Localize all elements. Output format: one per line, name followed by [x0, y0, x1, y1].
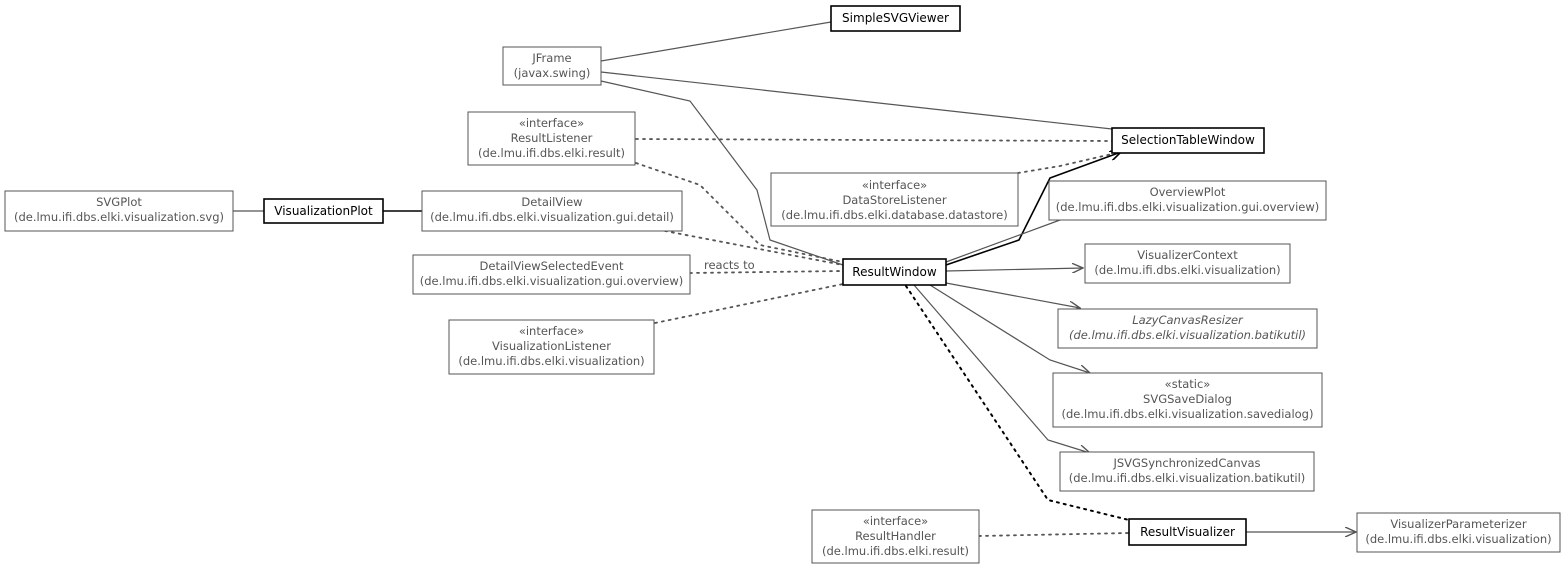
edge-resultwindow-svgsavedialog	[929, 284, 1090, 373]
node-result-listener[interactable]: «interface» ResultListener (de.lmu.ifi.d…	[467, 111, 636, 166]
node-result-visualizer[interactable]: ResultVisualizer	[1128, 518, 1247, 546]
edge-resultwindow-visualizercontext	[945, 268, 1083, 271]
node-label: ResultVisualizer	[1140, 525, 1235, 539]
edge-resultlistener-selectiontablewindow	[635, 138, 1113, 142]
node-label: VisualizationPlot	[274, 204, 373, 218]
node-stereotype: «interface»	[519, 324, 584, 338]
node-package: (de.lmu.ifi.dbs.elki.database.datastore)	[781, 208, 1007, 222]
edge-resultwindow-resultvisualizer	[905, 285, 1130, 521]
edge-resulthandler-resultvisualizer	[978, 532, 1130, 537]
edge-jframe-selectiontablewindow	[600, 71, 1113, 130]
node-label: DetailViewSelectedEvent	[480, 259, 624, 273]
edge-jframe-resultwindow	[600, 80, 844, 266]
node-package: (de.lmu.ifi.dbs.elki.visualization.batik…	[1069, 471, 1306, 485]
edge-resultwindow-selectiontablewindow	[945, 152, 1121, 266]
node-jframe[interactable]: JFrame (javax.swing)	[502, 46, 602, 86]
node-package: (de.lmu.ifi.dbs.elki.visualization.gui.o…	[1056, 200, 1320, 214]
node-label: JSVGSynchronizedCanvas	[1112, 456, 1260, 470]
node-label: SimpleSVGViewer	[842, 11, 949, 25]
node-label: VisualizerContext	[1137, 248, 1238, 262]
edge-detailview-resultwindow	[664, 230, 844, 266]
node-detail-view-selected-event[interactable]: DetailViewSelectedEvent (de.lmu.ifi.dbs.…	[412, 254, 691, 295]
node-package: (de.lmu.ifi.dbs.elki.visualization)	[1365, 532, 1551, 546]
node-visualization-listener[interactable]: «interface» VisualizationListener (de.lm…	[448, 319, 655, 375]
node-label: JFrame	[531, 51, 571, 65]
node-stereotype: «interface»	[863, 514, 928, 528]
edges: reacts to	[233, 21, 1356, 537]
node-package: (de.lmu.ifi.dbs.elki.result)	[822, 544, 969, 558]
edge-datastorelistener-selectiontablewindow	[1017, 153, 1113, 174]
node-label: ResultHandler	[855, 529, 936, 543]
node-label: DetailView	[521, 195, 582, 209]
edge-label-reacts-to: reacts to	[704, 258, 755, 272]
node-visualizer-parameterizer[interactable]: VisualizerParameterizer (de.lmu.ifi.dbs.…	[1356, 512, 1561, 553]
edge-detailviewselectedevent-resultwindow	[689, 270, 844, 274]
node-detail-view[interactable]: DetailView (de.lmu.ifi.dbs.elki.visualiz…	[421, 190, 683, 232]
node-package: (de.lmu.ifi.dbs.elki.visualization.svg)	[14, 210, 224, 224]
node-label: VisualizationListener	[492, 339, 611, 353]
edge-resultwindow-jsvgsynchronizedcanvas	[913, 284, 1090, 453]
node-result-window[interactable]: ResultWindow	[842, 258, 947, 286]
node-stereotype: «interface»	[862, 178, 927, 192]
node-data-store-listener[interactable]: «interface» DataStoreListener (de.lmu.if…	[770, 172, 1019, 227]
node-jsvg-synchronized-canvas[interactable]: JSVGSynchronizedCanvas (de.lmu.ifi.dbs.e…	[1059, 451, 1315, 492]
node-label: ResultWindow	[852, 265, 937, 279]
edge-jframe-simplesvgviewer	[600, 21, 832, 62]
node-stereotype: «static»	[1165, 377, 1211, 391]
node-label: SelectionTableWindow	[1121, 133, 1255, 147]
node-visualization-plot[interactable]: VisualizationPlot	[263, 198, 384, 224]
node-stereotype: «interface»	[519, 116, 584, 130]
edge-resultwindow-overviewplot	[945, 219, 1061, 263]
node-label: SVGSaveDialog	[1143, 392, 1232, 406]
node-label: ResultListener	[511, 131, 593, 145]
node-package: (de.lmu.ifi.dbs.elki.visualization.batik…	[1069, 328, 1306, 342]
node-package: (de.lmu.ifi.dbs.elki.visualization.gui.o…	[420, 274, 684, 288]
node-package: (de.lmu.ifi.dbs.elki.visualization)	[458, 354, 644, 368]
node-label: SVGPlot	[96, 195, 142, 209]
node-visualizer-context[interactable]: VisualizerContext (de.lmu.ifi.dbs.elki.v…	[1084, 243, 1291, 284]
node-svg-save-dialog[interactable]: «static» SVGSaveDialog (de.lmu.ifi.dbs.e…	[1052, 372, 1323, 428]
node-package: (de.lmu.ifi.dbs.elki.visualization)	[1094, 263, 1280, 277]
node-package: (javax.swing)	[514, 66, 591, 80]
node-package: (de.lmu.ifi.dbs.elki.visualization.saved…	[1062, 407, 1314, 421]
node-svg-plot[interactable]: SVGPlot (de.lmu.ifi.dbs.elki.visualizati…	[4, 190, 234, 232]
node-label: VisualizerParameterizer	[1390, 517, 1527, 531]
node-package: (de.lmu.ifi.dbs.elki.result)	[478, 146, 625, 160]
node-overview-plot[interactable]: OverviewPlot (de.lmu.ifi.dbs.elki.visual…	[1048, 180, 1327, 221]
edge-resultwindow-lazycanvasresizer	[945, 282, 1080, 308]
node-package: (de.lmu.ifi.dbs.elki.visualization.gui.d…	[430, 210, 674, 224]
node-label: LazyCanvasResizer	[1132, 313, 1244, 327]
node-result-handler[interactable]: «interface» ResultHandler (de.lmu.ifi.db…	[811, 509, 980, 564]
node-selection-table-window[interactable]: SelectionTableWindow	[1111, 127, 1265, 154]
node-simple-svg-viewer[interactable]: SimpleSVGViewer	[830, 5, 961, 32]
node-label: DataStoreListener	[842, 193, 946, 207]
node-label: OverviewPlot	[1150, 185, 1226, 199]
node-lazy-canvas-resizer[interactable]: LazyCanvasResizer (de.lmu.ifi.dbs.elki.v…	[1057, 308, 1318, 349]
